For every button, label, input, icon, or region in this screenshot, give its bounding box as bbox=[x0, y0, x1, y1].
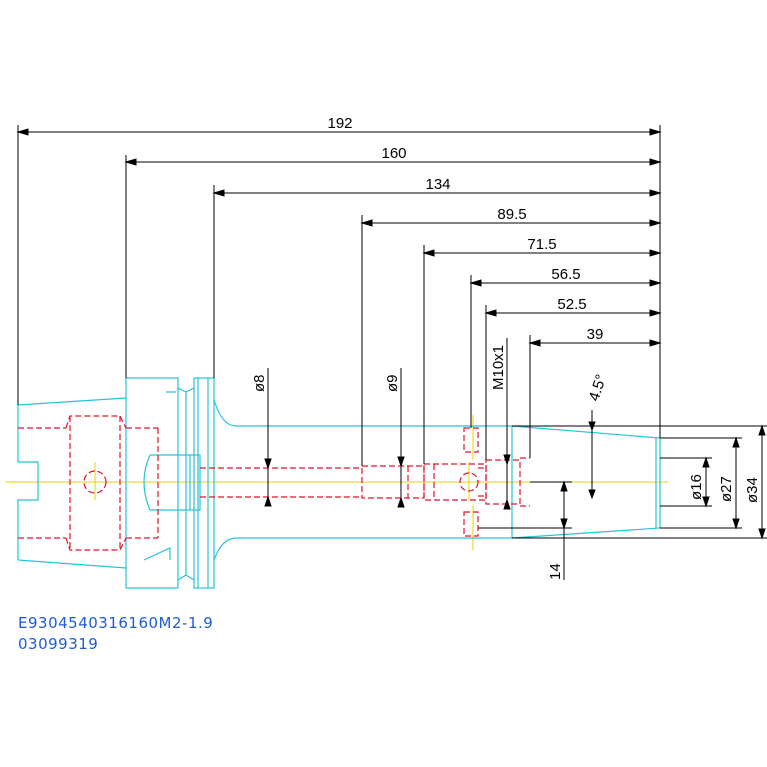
order-code-label: 03099319 bbox=[18, 635, 99, 653]
dim-71-5: 71.5 bbox=[527, 236, 556, 253]
dim-taper-angle: 4.5° bbox=[586, 372, 610, 403]
dim-52-5: 52.5 bbox=[557, 296, 586, 313]
dim-160: 160 bbox=[381, 145, 406, 162]
dim-bore-9: ø9 bbox=[384, 374, 401, 392]
hidden-lines bbox=[18, 415, 530, 551]
dim-39: 39 bbox=[587, 326, 604, 343]
dim-dia-34: ø34 bbox=[744, 477, 761, 503]
part-outline bbox=[17, 377, 661, 589]
dim-89-5: 89.5 bbox=[497, 206, 526, 223]
dim-192: 192 bbox=[327, 115, 352, 132]
dim-134: 134 bbox=[425, 176, 450, 193]
part-code-label: E9304540316160M2-1.9 bbox=[18, 614, 214, 632]
dim-bore-8: ø8 bbox=[251, 374, 268, 392]
dimension-texts: 192 160 134 89.5 71.5 56.5 52.5 39 ø8 ø9… bbox=[251, 115, 761, 580]
dim-thread: M10x1 bbox=[490, 345, 507, 390]
dim-dia-16: ø16 bbox=[688, 474, 705, 500]
dim-56-5: 56.5 bbox=[551, 266, 580, 283]
dimension-lines bbox=[16, 125, 767, 580]
dim-offset-14: 14 bbox=[547, 563, 564, 580]
dim-dia-27: ø27 bbox=[718, 476, 735, 502]
